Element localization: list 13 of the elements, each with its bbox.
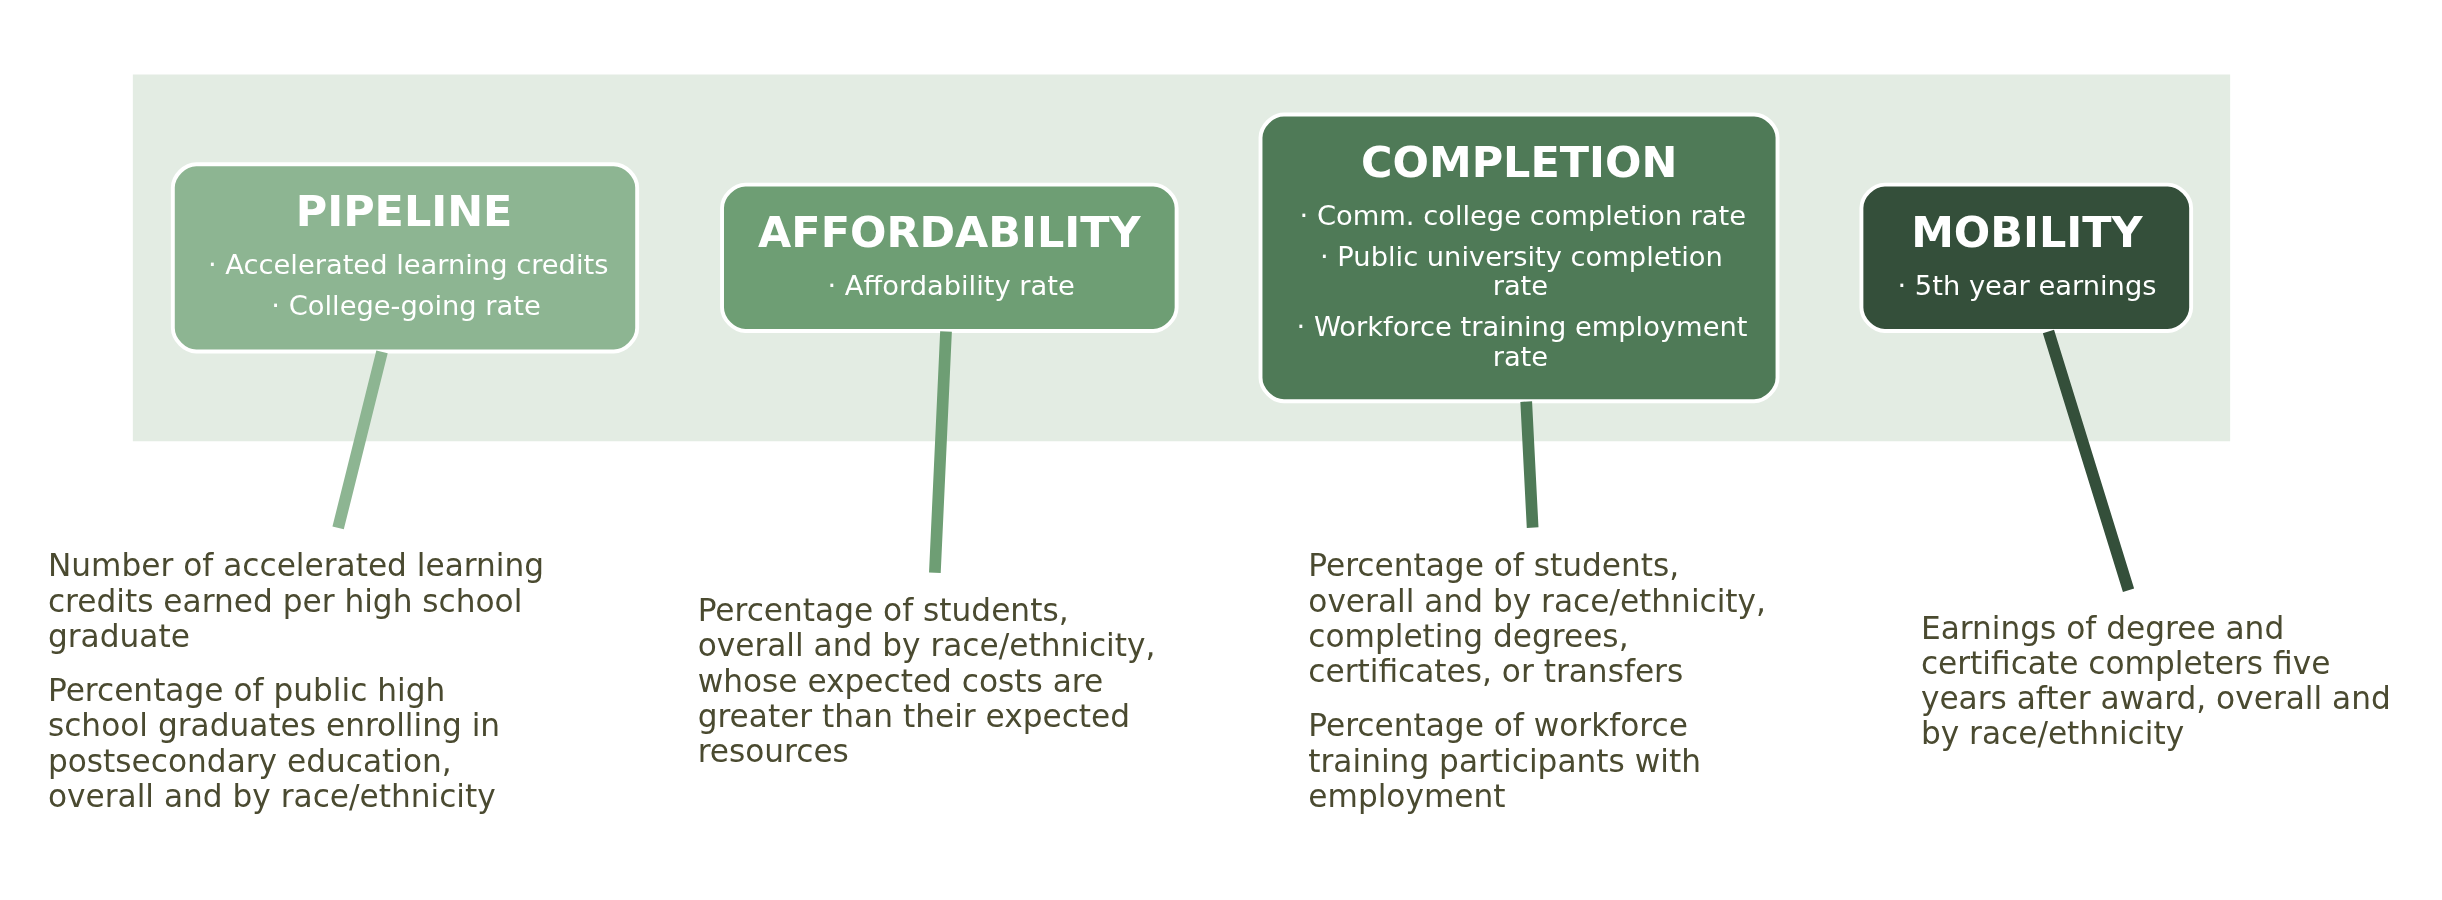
connector: [2042, 329, 2135, 592]
connector: [1520, 401, 1539, 528]
connector: [929, 331, 952, 574]
node-text: Number of accelerated learning credits earned per high school graduate Percentage of public high school graduates enrolling in postsecondary education, overall and by race/ethnicity: [47, 547, 545, 814]
node-box: MOBILITY · 5th year earnings: [1859, 182, 2194, 333]
node-text: Earnings of degree and certificate completers five years after award, overall and by race/ethnicity: [1920, 609, 2391, 752]
node-box: AFFORDABILITY · Affordability rate: [720, 182, 1179, 333]
cluster: [132, 74, 2231, 442]
node-text: Percentage of students, overall and by race/ethnicity, completing degrees, certificates, or transfers Percentage of workforce training participants with employment: [1308, 547, 1766, 814]
node-text: Percentage of students, overall and by race/ethnicity, whose expected costs are greater than their expected resources: [697, 592, 1156, 769]
connector: [332, 350, 388, 530]
node-box: PIPELINE · Accelerated learning credits · College-going rate: [170, 162, 640, 354]
node-box: COMPLETION · Comm. college completion rate · Public university completion rate · Workforce training employment rate: [1258, 112, 1780, 404]
